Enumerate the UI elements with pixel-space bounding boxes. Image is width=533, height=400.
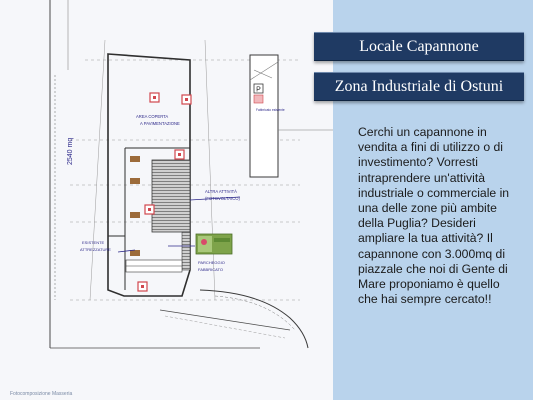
other-activity-label-line2: (FOTOVOLTAICO): [205, 196, 241, 201]
marker-icon: [174, 149, 185, 160]
marker-icon: [149, 92, 160, 103]
covered-area-label-line2: A PAVIMENTAZIONE: [140, 121, 180, 126]
parking-label: PARCHEGGIO: [198, 260, 225, 265]
neighbor-label: Fabbricato esistente: [256, 108, 285, 112]
site-photo-thumbnail: [195, 233, 233, 255]
info-side-panel: [333, 0, 533, 400]
fixture-block: [130, 178, 140, 184]
parking-label-line2: FABBRICATO: [198, 267, 223, 272]
fixture-block: [130, 212, 140, 218]
subtitle-banner: Zona Industriale di Ostuni: [314, 72, 524, 101]
fixture-block: [130, 250, 140, 256]
marker-icon: [144, 204, 155, 215]
property-description: Cerchi un capannone in vendita a fini di…: [358, 125, 510, 307]
marker-icon: [137, 281, 148, 292]
fixture-block: [130, 156, 140, 162]
other-activity-label: ALTRA ATTIVITÀ: [205, 189, 237, 194]
existing-label-line2: ATTREZZATURE: [80, 247, 111, 252]
floor-plan-drawing: P Fabbricato esistente 2540 mq AREA COPE…: [49, 0, 333, 349]
existing-label: ESISTENTE: [82, 240, 105, 245]
building-outline: [107, 53, 191, 297]
photovoltaic-area: [151, 159, 191, 233]
neighboring-building: [249, 54, 279, 178]
plan-footer-note: Fotocomposizione Masseria: [10, 391, 73, 397]
svg-text:P: P: [256, 87, 261, 94]
parking-sign-icon: P: [253, 83, 264, 94]
title-banner: Locale Capannone: [314, 32, 524, 61]
marker-icon: [181, 94, 192, 105]
area-dimension-label: 2540 mq: [67, 138, 74, 165]
covered-area-label: AREA COPERTA: [136, 114, 168, 119]
floor-plan-panel: P Fabbricato esistente 2540 mq AREA COPE…: [10, 0, 333, 397]
